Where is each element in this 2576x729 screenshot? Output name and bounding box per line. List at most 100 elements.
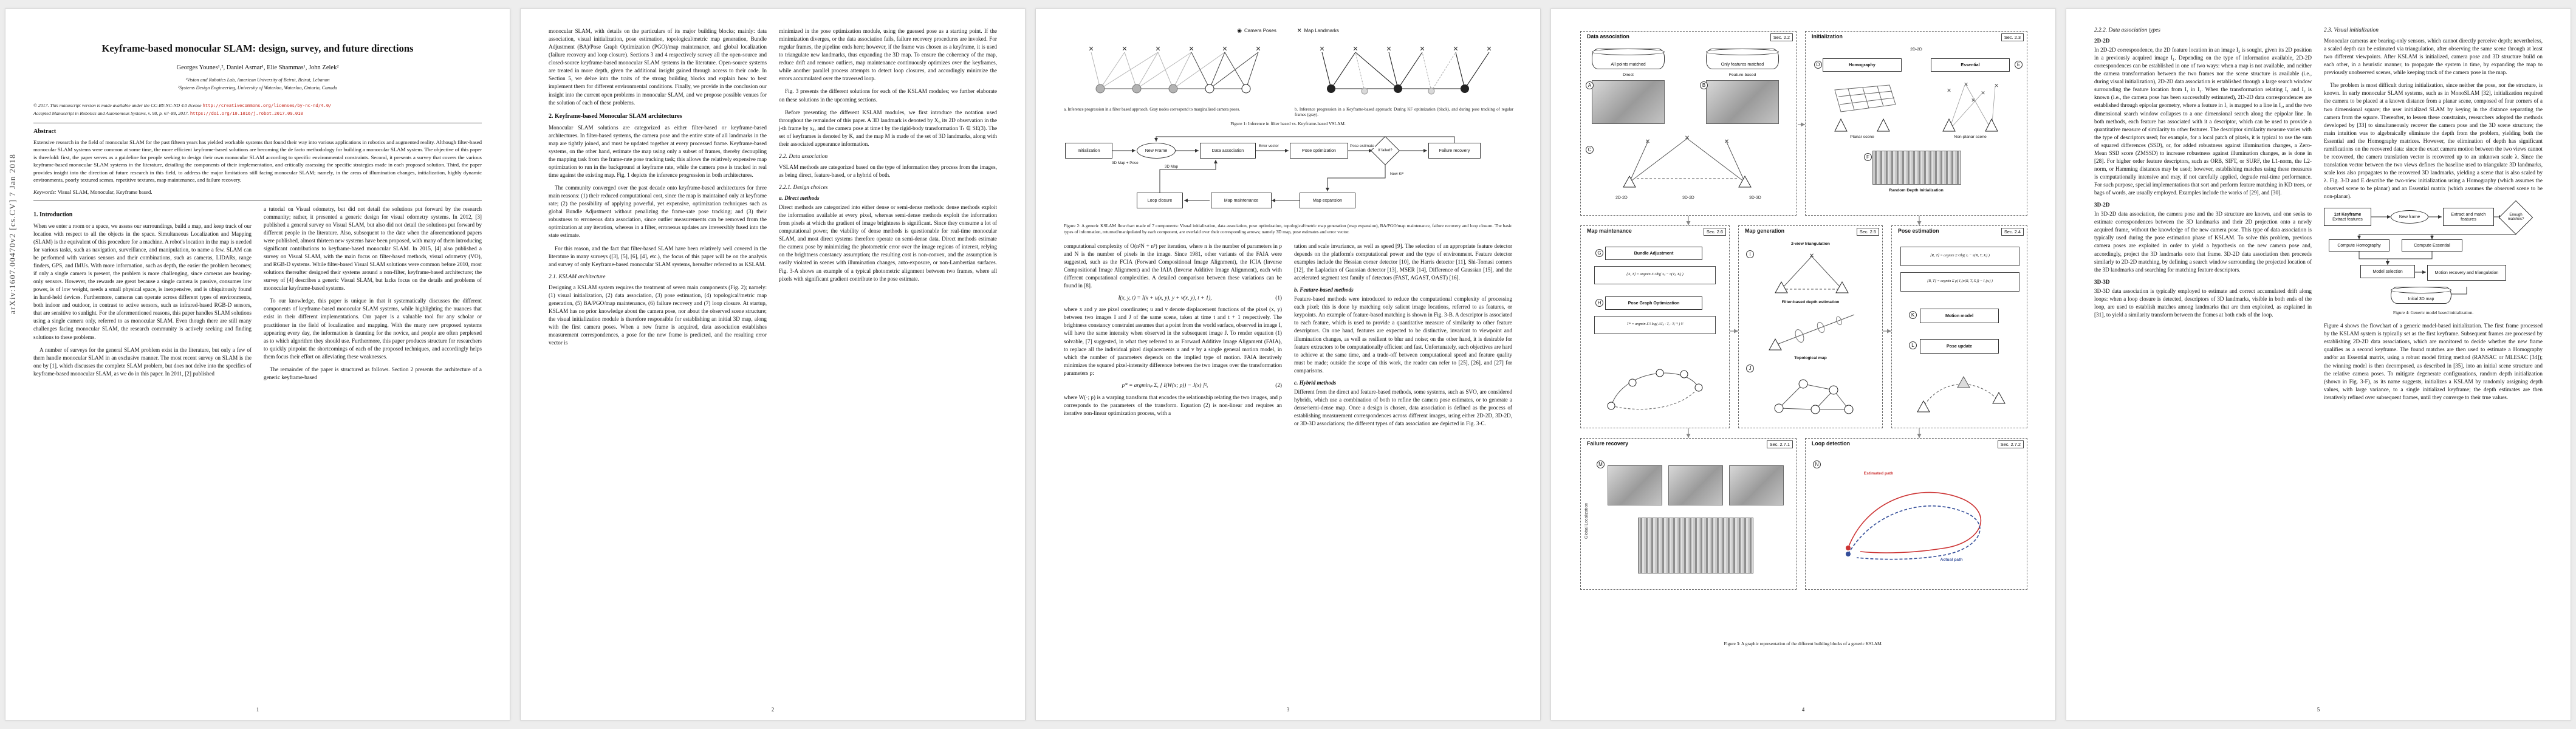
doi-link[interactable]: https://doi.org/10.1016/j.robot.2017.09.… — [190, 111, 303, 117]
global-localization-label: Global Localization — [1584, 502, 1589, 539]
svg-text:✕: ✕ — [1088, 46, 1094, 53]
panel-map-generation: Map generation Sec. 2.5 2-view triangula… — [1738, 225, 1883, 428]
panel-pose-estimation: Pose estimation Sec. 2.4 [R, T] = argmin… — [1891, 225, 2027, 428]
keywords-line: Keywords: Visual SLAM, Monocular, Keyfra… — [33, 189, 482, 195]
paragraph: monocular SLAM, with details on the part… — [549, 28, 767, 106]
paragraph: minimized in the pose optimization modul… — [779, 28, 997, 82]
paragraph: To our knowledge, this paper is unique i… — [264, 298, 482, 360]
motion-recovery-box: Motion recovery and triangulation — [2427, 265, 2506, 281]
svg-text:✕: ✕ — [1971, 97, 1976, 103]
svg-text:✕: ✕ — [1319, 46, 1324, 53]
paper-title: Keyframe-based monocular SLAM: design, s… — [101, 43, 414, 54]
init-2d2d-label: 2D-2D — [1910, 47, 1922, 52]
random-depth-thumbnail — [1872, 151, 1961, 185]
affiliation-1: ¹Vision and Robotics Lab, American Unive… — [185, 77, 330, 83]
svg-text:✕: ✕ — [1486, 46, 1492, 53]
panel-title: Loop detection — [1810, 440, 1852, 447]
estimated-path-label: Estimated path — [1863, 471, 1894, 476]
column-right: tation and scale invariance, as well as … — [1294, 242, 1512, 433]
figure-1b-caption: b. Inference progression in a Keyframe-b… — [1295, 108, 1513, 117]
letter-badge-e: E — [2015, 61, 2023, 69]
section-1-heading: 1. Introduction — [33, 211, 73, 218]
paragraph: Before presenting the different KSLAM mo… — [779, 109, 997, 147]
arrow-label-3d-map: 3D Map — [1164, 164, 1179, 169]
authors-line: Georges Younes¹,², Daniel Asmar¹, Elie S… — [176, 64, 339, 72]
figure-1: ◉Camera Poses ✕Map Landmarks — [1064, 27, 1513, 127]
letter-badge-g: G — [1595, 249, 1603, 257]
two-view-triangulation-label: 2-view triangulation — [1791, 242, 1830, 246]
topological-map-label: Topological map — [1794, 356, 1827, 360]
accepted-text: Accepted Manuscript in Robotics and Auto… — [33, 111, 190, 117]
compute-essential-box: Compute Essential — [2402, 239, 2462, 252]
feature-based-label: Feature-based — [1728, 73, 1756, 77]
planar-scene-sketch — [1834, 84, 1896, 132]
paragraph: a tutorial on Visual odometry, but did n… — [264, 205, 482, 292]
page-3: ◉Camera Poses ✕Map Landmarks — [1035, 9, 1541, 720]
letter-badge-k: K — [1909, 311, 1917, 319]
figure-2-caption: Figure 2: A generic KSLAM flowchart made… — [1064, 222, 1512, 234]
license-url-link[interactable]: http://creativecommons.org/licenses/by-n… — [202, 103, 332, 109]
filter-depth-label: Filter-based depth estimation — [1781, 300, 1840, 304]
column-right: a tutorial on Visual odometry, but did n… — [264, 205, 482, 386]
paragraph: Designing a KSLAM system requires the tr… — [549, 284, 767, 346]
figure-1a-caption: a. Inference progression in a filter bas… — [1064, 108, 1241, 112]
section-2-2-heading: 2.2. Data association — [779, 153, 828, 160]
paragraph: Different from the direct and feature-ba… — [1294, 388, 1512, 427]
panel-failure-recovery: Failure recovery Sec. 2.7.1 Global Local… — [1580, 438, 1797, 590]
panel-section-ref: Sec. 2.4 — [2001, 228, 2024, 236]
figure-3: Data association Sec. 2.2 All points mat… — [1579, 27, 2029, 635]
homography-box: Homography — [1823, 58, 1902, 72]
section-2-2-1-heading: 2.2.1. Design choices — [779, 185, 828, 191]
heading-3d3d: 3D-3D — [2094, 278, 2110, 285]
panel-title: Map generation — [1744, 228, 1786, 234]
svg-text:✕: ✕ — [1222, 46, 1227, 53]
pose-estimation-equation-1: [R, T] = argmin Σ Obj( xᵢ − π(R, T, Xᵢ) … — [1900, 247, 2019, 266]
bundle-adjustment-equation: {X, T} = argmin Σ Obj( xᵢⱼ − π(Tⱼ, Xᵢ) ) — [1594, 266, 1716, 284]
figure-3-connectors — [1686, 122, 1922, 438]
paragraph: A number of surveys for the general SLAM… — [33, 346, 252, 377]
paragraph: The community converged over the past de… — [549, 185, 767, 239]
panel-initialization: Initialization Sec. 2.3 2D-2D Homography… — [1805, 31, 2027, 216]
paragraph: where W(·; p) is a warping transform tha… — [1064, 394, 1282, 416]
panel-title: Initialization — [1810, 33, 1844, 39]
column-left: 1. Introduction When we enter a room or … — [33, 205, 252, 386]
direct-label: Direct — [1623, 73, 1634, 77]
flow-new-frame: New Frame — [1137, 142, 1176, 159]
recovery-thumbnail — [1668, 465, 1723, 505]
legend-map-landmarks: ✕Map Landmarks — [1297, 27, 1339, 33]
arrow-label-map-pose: 3D Map + Pose — [1111, 160, 1139, 165]
all-points-matched-db: All points matched — [1592, 49, 1665, 69]
section-2-3-heading: 2.3. Visual initialization — [2324, 27, 2379, 33]
svg-text:✕: ✕ — [1255, 46, 1261, 53]
svg-text:✕: ✕ — [1724, 139, 1729, 145]
page-2: monocular SLAM, with details on the part… — [520, 9, 1026, 720]
topological-graph-sketch — [1774, 379, 1854, 414]
motion-model-box: Motion model — [1920, 309, 1999, 323]
only-features-matched-db: Only features matched — [1706, 49, 1779, 69]
svg-text:✕: ✕ — [1188, 46, 1194, 53]
equation-2: p* = argminₚ Σₓ [ I(W(x; p)) − J(x) ]²,(… — [1122, 382, 1282, 389]
paragraph: For this reason, and the fact that filte… — [549, 245, 767, 267]
column-left: monocular SLAM, with details on the part… — [549, 27, 767, 352]
section-2-2-2-heading: 2.2.2. Data association types — [2094, 27, 2160, 33]
heading-3d2d: 3D-2D — [2094, 202, 2110, 208]
panel-section-ref: Sec. 2.2 — [1770, 33, 1793, 41]
compute-homography-box: Compute Homography — [2329, 239, 2389, 252]
nonplanar-scene-sketch: ✕✕✕✕✕ — [1942, 81, 1999, 132]
panel-map-maintenance: Map maintenance Sec. 2.6 Bundle Adjustme… — [1580, 225, 1730, 428]
panel-loop-detection: Loop detection Sec. 2.7.2 N Estimated pa… — [1805, 438, 2027, 590]
panel-title: Data association — [1586, 33, 1631, 39]
flow-data-association: Data association — [1200, 142, 1256, 159]
paragraph: Monocular SLAM solutions are categorized… — [549, 124, 767, 178]
svg-text:✕: ✕ — [1155, 46, 1160, 53]
license-text: © 2017. This manuscript version is made … — [33, 103, 203, 109]
column-right: minimized in the pose optimization modul… — [779, 27, 997, 352]
panel-section-ref: Sec. 2.7.1 — [1766, 440, 1793, 448]
actual-path-label: Actual path — [1940, 558, 1963, 562]
legend-camera-poses: ◉Camera Poses — [1237, 27, 1276, 33]
panel-section-ref: Sec. 2.3 — [2001, 33, 2024, 41]
paragraph: 3D-3D data association is typically empl… — [2094, 287, 2312, 318]
